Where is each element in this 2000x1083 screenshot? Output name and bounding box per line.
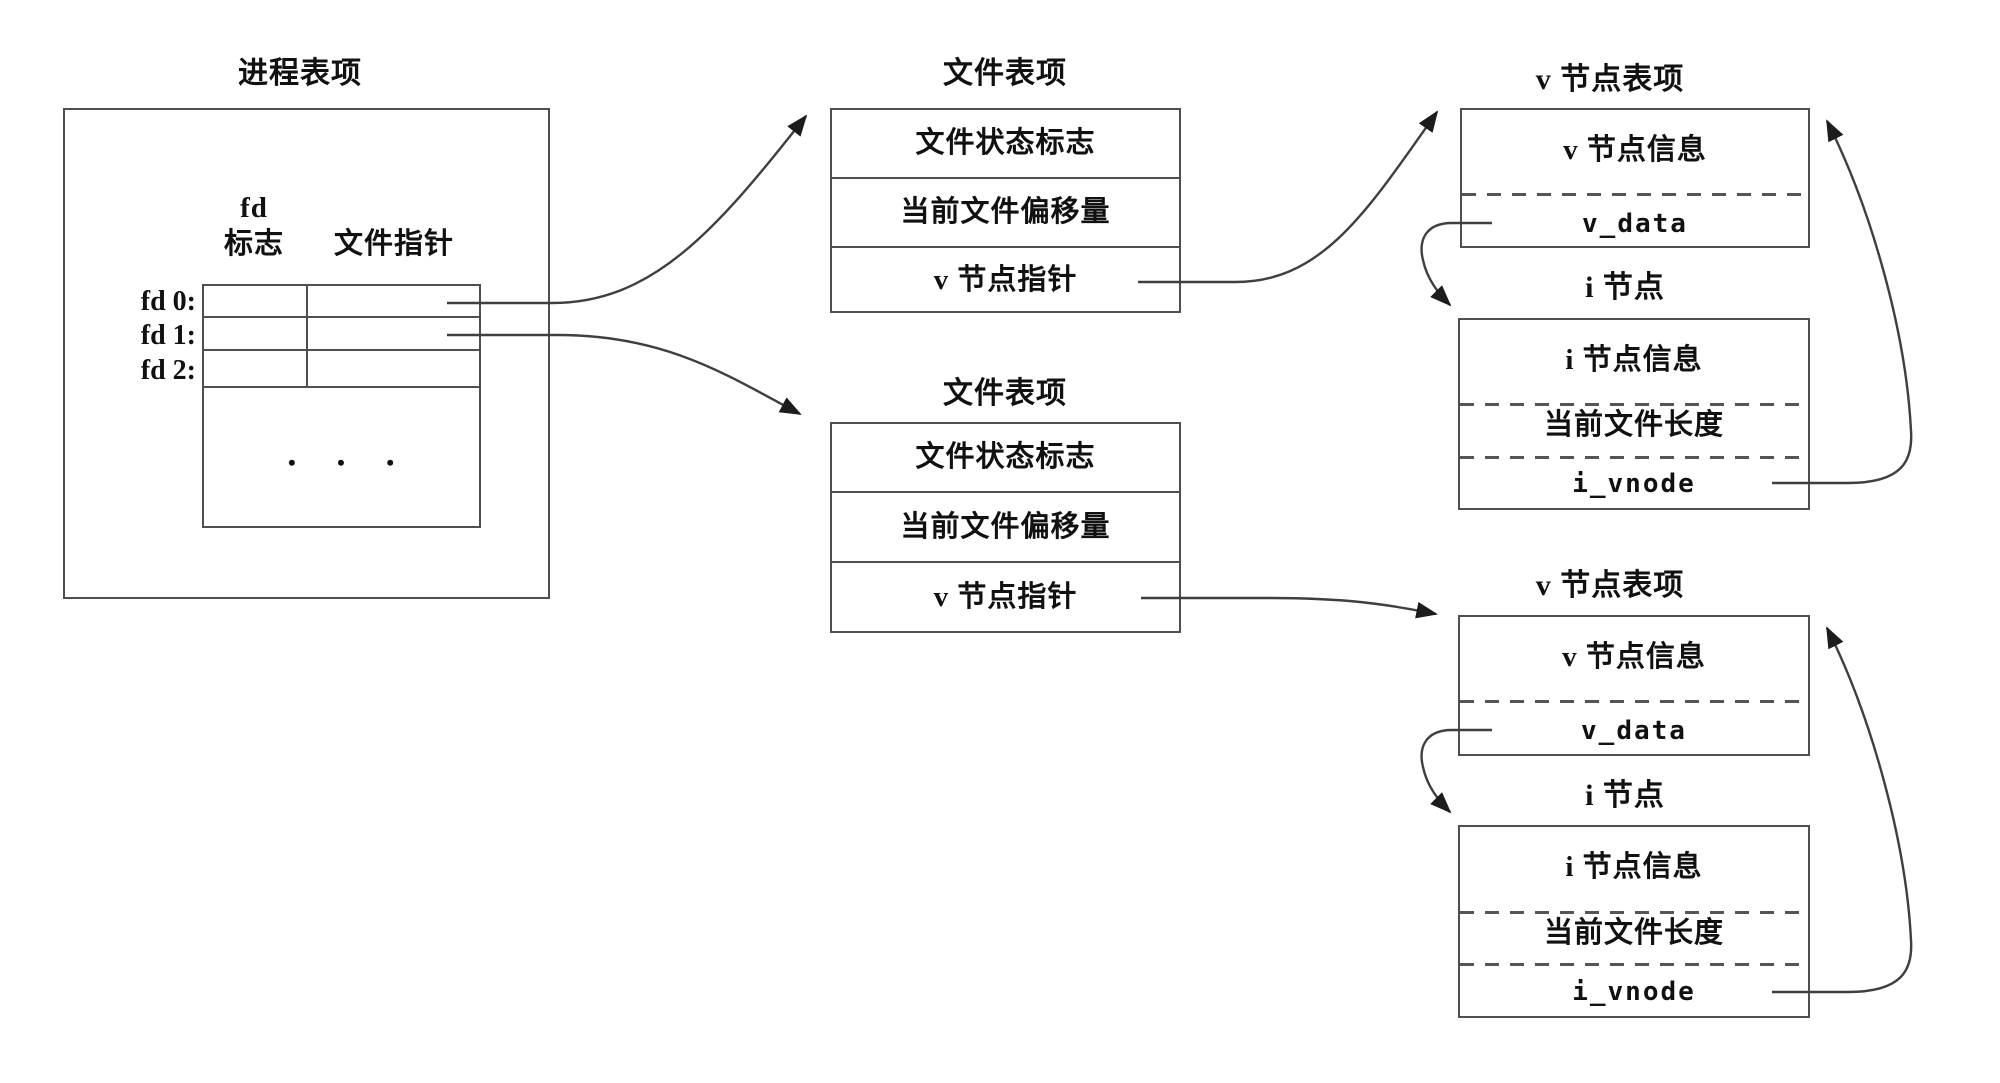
inode-2-dashed-divider-1 — [1460, 911, 1808, 914]
inode-1-title: i 节点 — [1585, 271, 1665, 304]
file-table-2-divider-1 — [830, 491, 1181, 493]
fd-table-ellipsis: • • • — [287, 450, 413, 475]
file-table-1-divider-2 — [830, 246, 1181, 248]
arrow-ivnode-2-to-vnode-table-2 — [1772, 626, 1913, 994]
inode-2-dashed-divider-2 — [1460, 963, 1808, 966]
process-table-title: 进程表项 — [238, 57, 362, 90]
fd-column-divider — [306, 284, 308, 388]
arrow-ivnode-1-to-vnode-table-1 — [1772, 119, 1913, 485]
fd-row-label-2: fd 2: — [140, 355, 196, 386]
file-table-1-box — [830, 108, 1181, 313]
arrow-fd1-to-file-table-2 — [447, 333, 802, 416]
fd-row-label-1: fd 1: — [140, 320, 196, 351]
fd-row-divider-2 — [202, 349, 481, 351]
inode-1-dashed-divider-2 — [1460, 456, 1808, 459]
vnode-table-1-box — [1460, 108, 1810, 248]
file-table-2-row-vnode-pointer: v 节点指针 — [933, 581, 1078, 613]
file-table-2-box — [830, 422, 1181, 633]
vnode-table-2-row-info: v 节点信息 — [1562, 641, 1706, 673]
arrow-vnode-pointer-1-to-vnode-table-1 — [1138, 110, 1439, 284]
arrow-vdata-2-to-inode-2 — [1420, 728, 1492, 814]
inode-1-box — [1458, 318, 1810, 510]
file-table-2-row-current-offset: 当前文件偏移量 — [900, 511, 1111, 543]
file-table-2-divider-2 — [830, 561, 1181, 563]
file-table-2-title: 文件表项 — [943, 377, 1067, 410]
inode-1-dashed-divider-1 — [1460, 403, 1808, 406]
arrow-fd0-to-file-table-1 — [447, 114, 808, 305]
inode-2-row-file-length: 当前文件长度 — [1543, 917, 1724, 949]
file-pointer-column-header: 文件指针 — [333, 228, 454, 260]
file-table-2-row-status-flags: 文件状态标志 — [915, 441, 1096, 473]
arrow-vnode-pointer-2-to-vnode-table-2 — [1141, 596, 1438, 619]
fd-flags-column-header: 标志 — [223, 228, 284, 260]
inode-2-row-ivnode: i_vnode — [1572, 977, 1696, 1007]
arrow-vdata-1-to-inode-1 — [1420, 221, 1492, 307]
fd-row-label-0: fd 0: — [140, 286, 196, 317]
fd-row-divider-1 — [202, 316, 481, 318]
vnode-table-2-title: v 节点表项 — [1535, 569, 1685, 602]
inode-2-title: i 节点 — [1585, 779, 1665, 812]
vnode-table-2-dashed-divider — [1460, 700, 1808, 703]
file-table-1-row-current-offset: 当前文件偏移量 — [900, 196, 1111, 228]
file-table-1-row-status-flags: 文件状态标志 — [915, 127, 1096, 159]
inode-2-row-info: i 节点信息 — [1565, 851, 1703, 883]
inode-1-row-file-length: 当前文件长度 — [1543, 409, 1724, 441]
inode-1-row-ivnode: i_vnode — [1572, 469, 1696, 499]
vnode-table-2-row-vdata: v_data — [1581, 716, 1687, 746]
file-table-1-divider-1 — [830, 177, 1181, 179]
fd-table-box — [202, 284, 481, 528]
vnode-table-1-title: v 节点表项 — [1535, 63, 1685, 96]
inode-2-box — [1458, 825, 1810, 1018]
vnode-table-1-dashed-divider — [1462, 193, 1808, 196]
vnode-table-2-box — [1458, 615, 1810, 756]
fd-row-divider-3 — [202, 386, 481, 388]
file-table-1-title: 文件表项 — [943, 57, 1067, 90]
vnode-table-1-row-vdata: v_data — [1582, 209, 1688, 239]
vnode-table-1-row-info: v 节点信息 — [1563, 134, 1707, 166]
inode-1-row-info: i 节点信息 — [1565, 344, 1703, 376]
fd-column-header: fd — [240, 192, 268, 224]
file-table-1-row-vnode-pointer: v 节点指针 — [933, 264, 1078, 296]
process-table-box — [63, 108, 550, 599]
